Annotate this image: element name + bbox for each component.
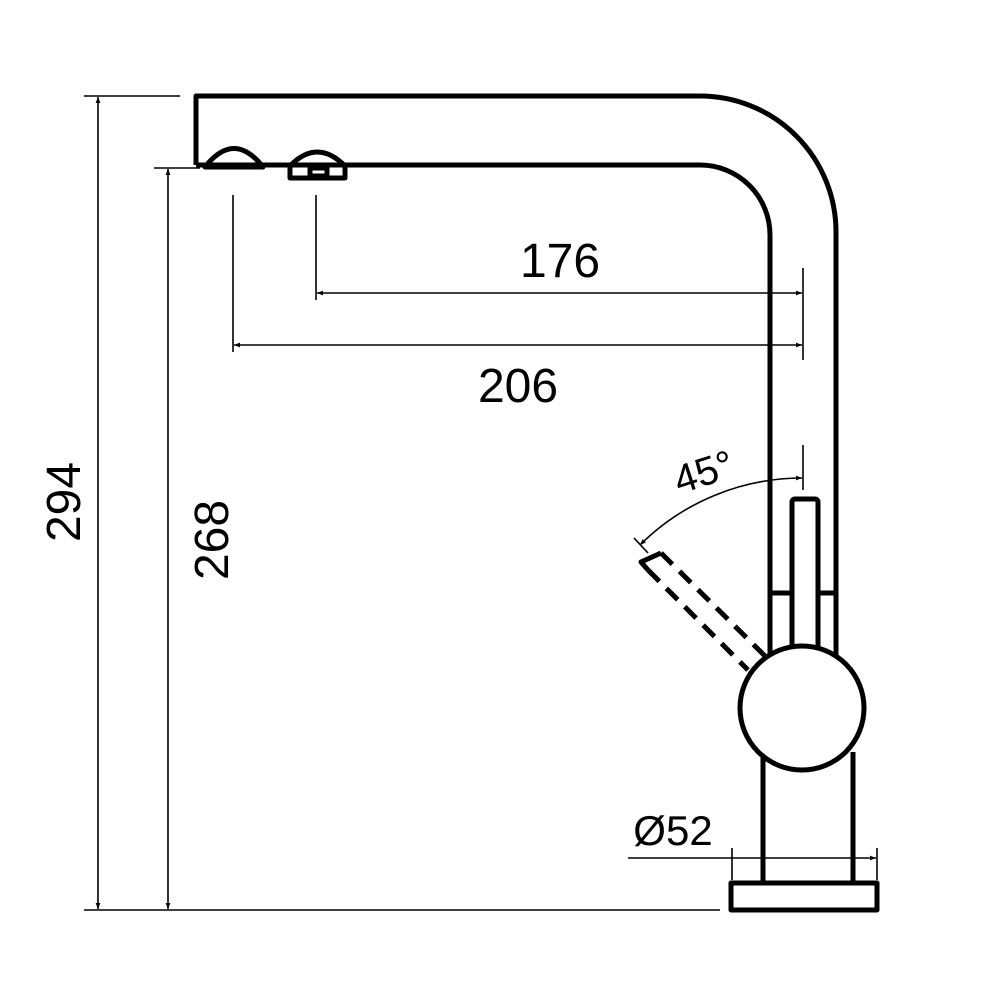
lever-handle <box>789 496 821 657</box>
faucet-outline <box>193 93 880 913</box>
label-206: 206 <box>478 360 558 413</box>
spout-outer-contour <box>193 93 839 662</box>
label-diameter-52: Ø52 <box>633 807 712 854</box>
label-176: 176 <box>520 235 600 288</box>
spout-inner-contour <box>196 162 773 662</box>
label-45-degrees: 45° <box>668 442 739 503</box>
aerator-inner <box>287 149 348 181</box>
label-294: 294 <box>38 462 91 542</box>
mounting-base <box>728 880 880 913</box>
label-268: 268 <box>186 500 239 580</box>
aerator-outer <box>202 146 266 170</box>
dimension-lines <box>84 95 878 911</box>
aerator-inner-nozzle <box>307 165 330 179</box>
lever-open-position-dashed <box>646 551 767 672</box>
lever-open-cap <box>638 550 663 572</box>
mixer-body <box>737 643 867 773</box>
dim-arc-45 <box>639 475 803 546</box>
